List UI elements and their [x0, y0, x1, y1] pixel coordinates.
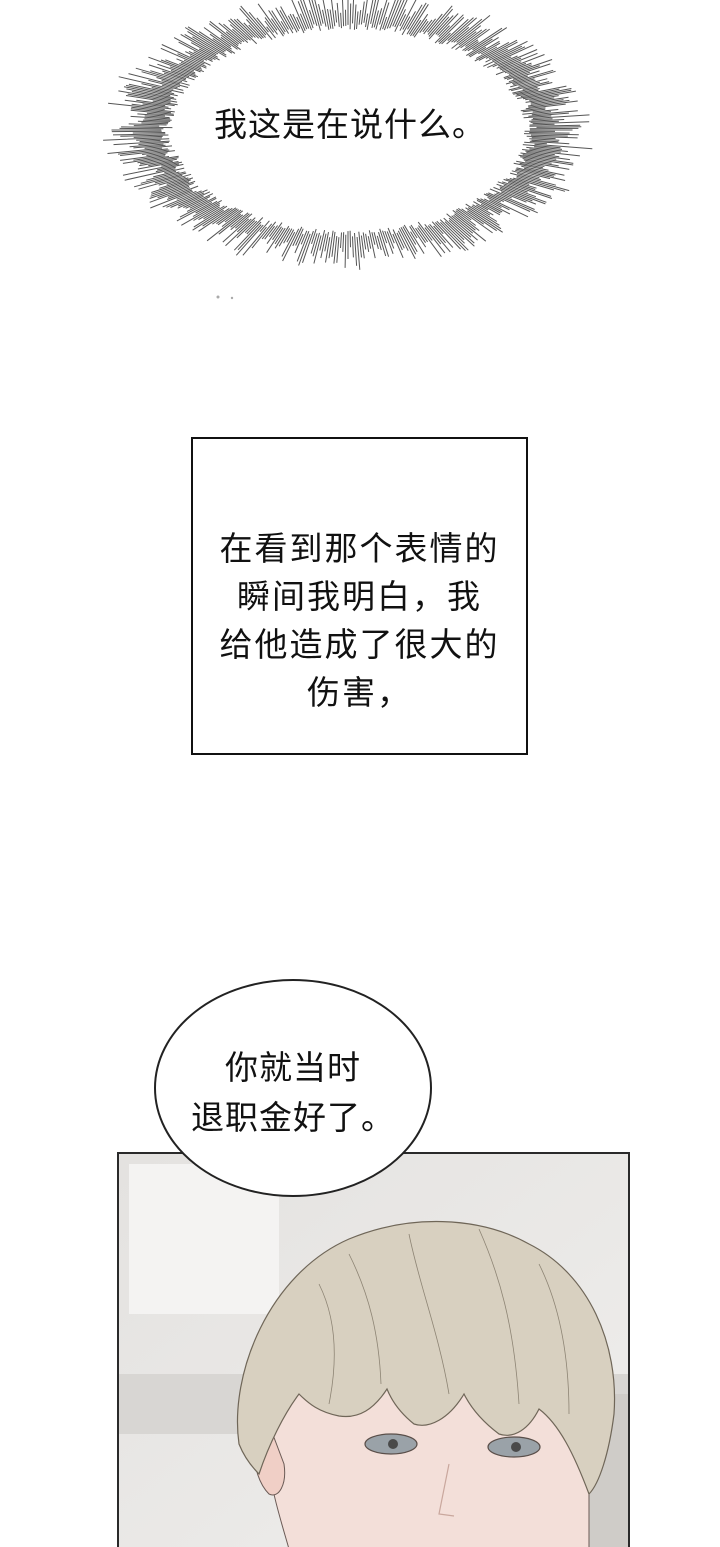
right-pupil [511, 1442, 521, 1452]
speech-line: 你就当时 [225, 1048, 361, 1087]
left-pupil [388, 1439, 398, 1449]
speech-line: 退职金好了。 [191, 1098, 395, 1137]
thought-bubble-spikes [103, 0, 593, 270]
narration-line: 瞬间我明白，我 [237, 577, 482, 616]
narration-line: 在看到那个表情的 [219, 529, 500, 568]
character-illustration [119, 1154, 628, 1547]
thought-bubble-text: 我这是在说什么。 [214, 105, 486, 144]
background-wall [129, 1164, 279, 1314]
nose [438, 1463, 455, 1517]
hair-strands [318, 1228, 570, 1415]
speech-bubble-text: 你就当时 退职金好了。 [155, 1043, 431, 1143]
narration-line: 伤害， [307, 673, 412, 712]
narration-box [191, 437, 528, 755]
narration-text: 在看到那个表情的 瞬间我明白，我 给他造成了很大的 伤害， [193, 525, 526, 717]
thought-bubble-spike-lines [103, 0, 593, 270]
hair [236, 1221, 616, 1496]
thought-dots [216, 295, 234, 300]
narration-line: 给他造成了很大的 [219, 625, 500, 664]
comic-panel [117, 1152, 630, 1547]
thought-bubble [103, 0, 593, 300]
